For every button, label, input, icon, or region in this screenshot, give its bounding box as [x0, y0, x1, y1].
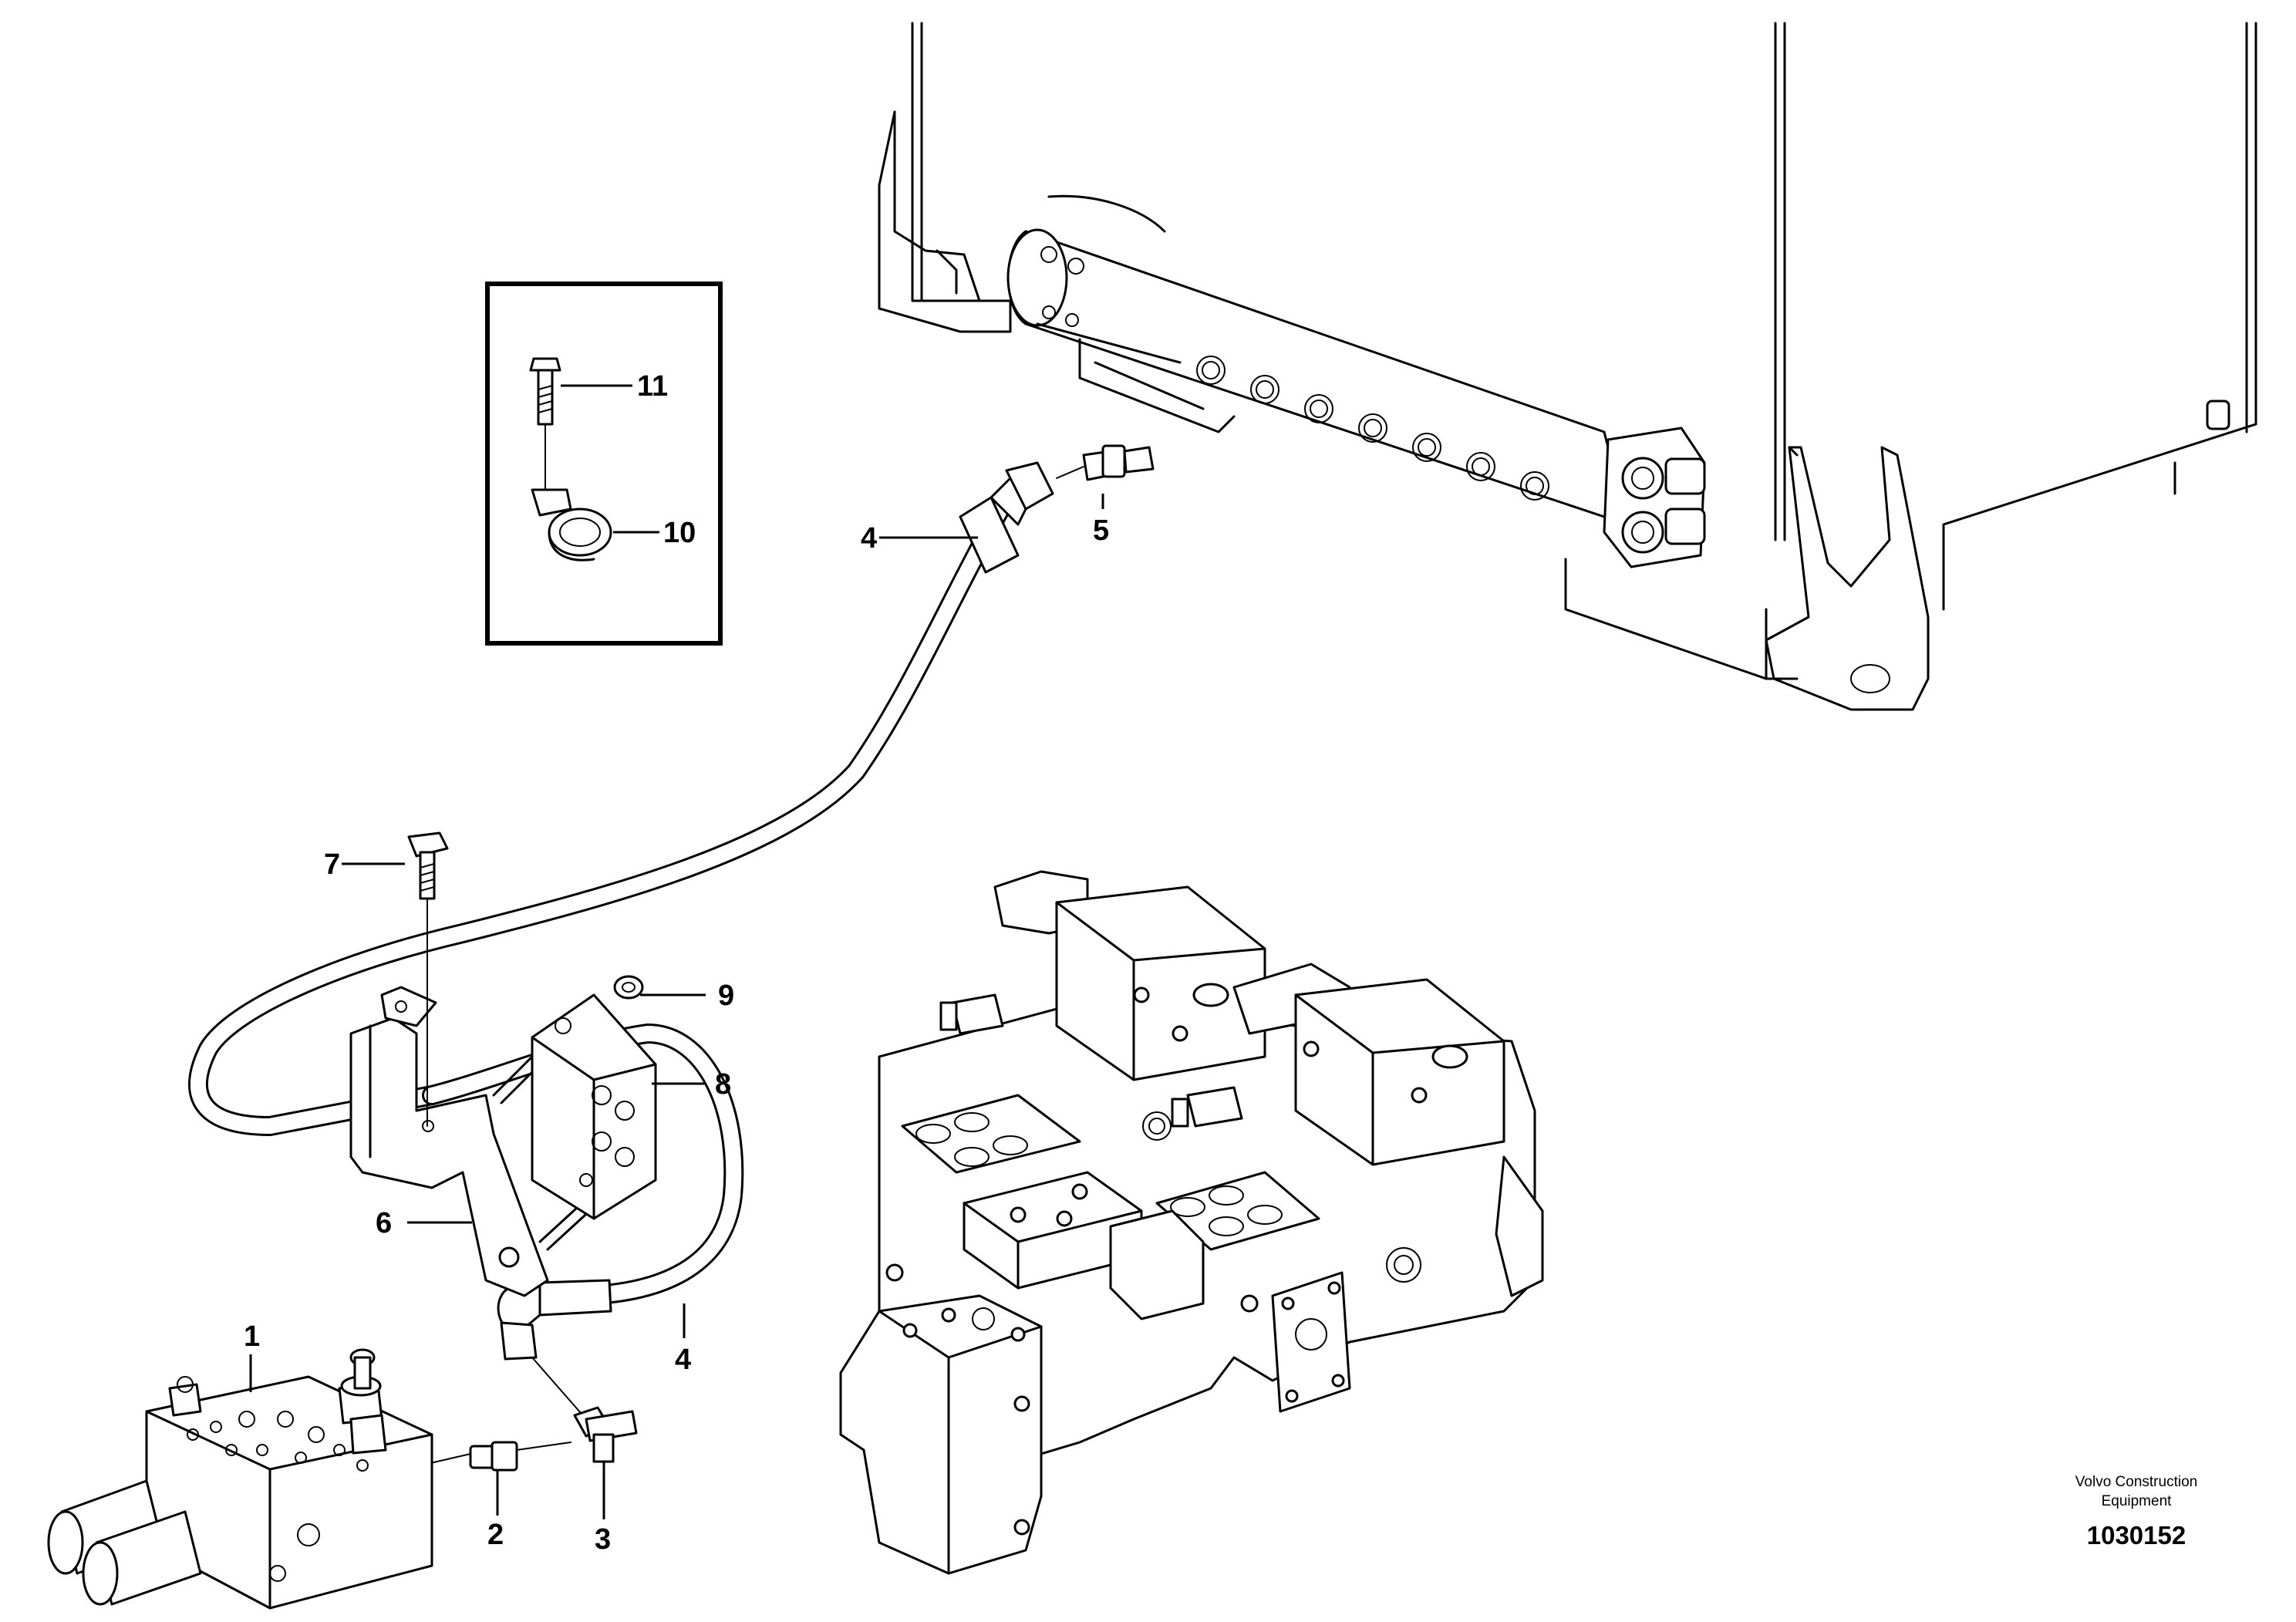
callout-10: 10 [663, 517, 696, 549]
nipple-2 [420, 1441, 571, 1472]
bolt-11 [529, 357, 561, 494]
callout-6: 6 [376, 1207, 392, 1239]
callout-9: 9 [718, 980, 734, 1012]
tank-manifold-tube [1006, 194, 1706, 568]
hydraulic-tank [878, 22, 2257, 711]
callout-labels: 1 2 3 4 4 5 6 7 8 9 10 11 [244, 370, 1109, 1556]
adapter-5 [1056, 444, 1155, 481]
maker-line-2: Equipment [2102, 1493, 2173, 1509]
maker-line-1: Volvo Construction [2075, 1474, 2197, 1490]
pipe-tee [531, 1357, 638, 1463]
callout-5: 5 [1093, 514, 1109, 547]
document-number: 1030152 [2087, 1521, 2186, 1549]
tube-ports [1040, 246, 1549, 501]
callout-8: 8 [715, 1068, 731, 1101]
callout-2: 2 [487, 1519, 504, 1551]
bracket-6 [349, 986, 549, 1297]
title-block: Volvo Construction Equipment 1030152 [2075, 1474, 2197, 1549]
callout-7: 7 [324, 848, 340, 881]
callout-leaders [249, 494, 1104, 1519]
clamp-10 [531, 488, 612, 561]
valve-block-1 [47, 1348, 433, 1610]
control-valve-assembly [839, 870, 1544, 1575]
detail-box [485, 282, 723, 646]
nut-9 [613, 975, 644, 1000]
bolt-7 [407, 831, 449, 1127]
callout-4-lower: 4 [675, 1344, 691, 1376]
callout-11: 11 [637, 370, 668, 403]
callout-1: 1 [244, 1320, 260, 1353]
callout-4-upper: 4 [861, 522, 877, 555]
callout-3: 3 [595, 1523, 611, 1556]
clamp-plate-8 [531, 993, 657, 1220]
